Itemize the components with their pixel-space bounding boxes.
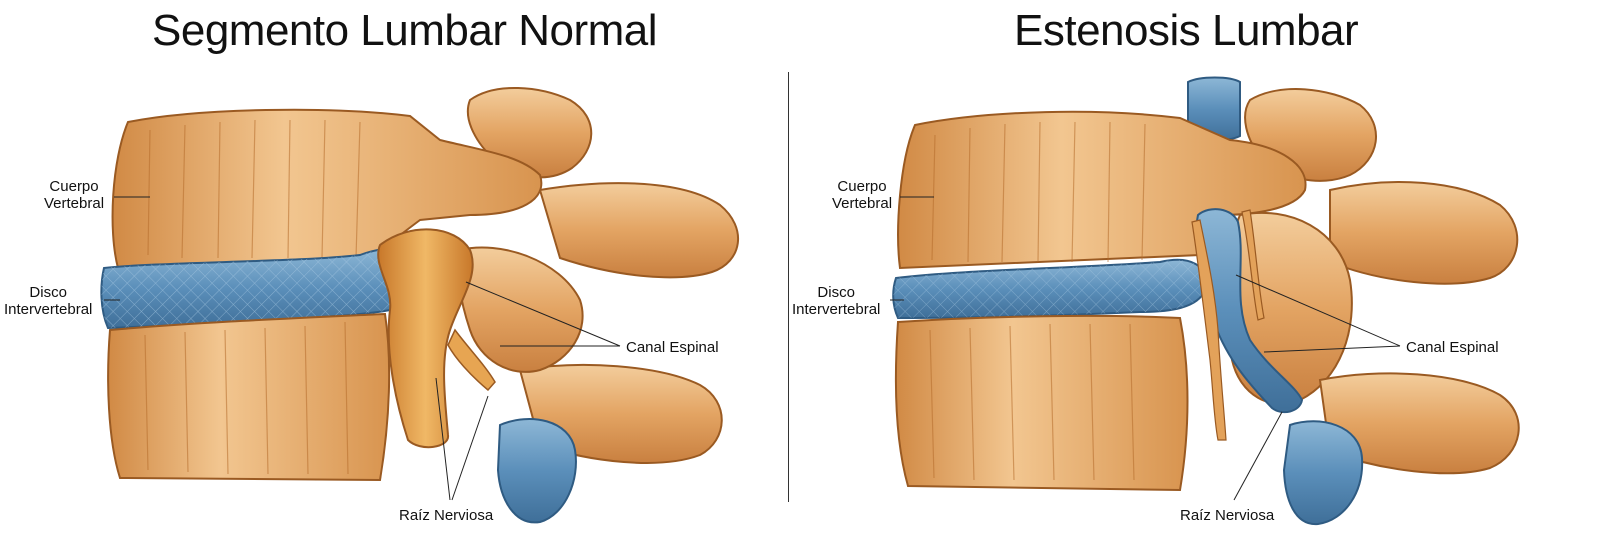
left-label-vertebral-body-line1: Cuerpo bbox=[49, 178, 99, 195]
left-label-vertebral-body-line2: Vertebral bbox=[44, 195, 105, 212]
left-label-disc-line1: Disco bbox=[29, 284, 67, 301]
right-lower-vertebral-body bbox=[894, 314, 1189, 492]
right-label-vertebral-body-line1: Cuerpo bbox=[837, 178, 887, 195]
right-label-disc: Disco Intervertebral bbox=[792, 284, 880, 318]
right-segment bbox=[890, 76, 1520, 526]
left-pointer-lines bbox=[104, 196, 621, 501]
right-label-nerve-root: Raíz Nerviosa bbox=[1180, 507, 1275, 524]
left-segment bbox=[100, 86, 740, 524]
right-label-vertebral-body-line2: Vertebral bbox=[832, 195, 893, 212]
right-upper-texture bbox=[931, 121, 1146, 263]
right-label-disc-line2: Intervertebral bbox=[792, 301, 881, 318]
left-label-vertebral-body: Cuerpo Vertebral bbox=[44, 178, 104, 212]
left-upper-texture bbox=[147, 119, 361, 259]
left-label-spinal-canal: Canal Espinal bbox=[626, 339, 719, 356]
right-lower-texture bbox=[929, 323, 1135, 481]
right-upper-spinous-process bbox=[1329, 181, 1519, 285]
panel-divider bbox=[788, 72, 789, 502]
right-facet-cartilage bbox=[1282, 420, 1364, 526]
left-lower-vertebral-body bbox=[107, 312, 391, 482]
left-label-disc: Disco Intervertebral bbox=[4, 284, 92, 318]
right-label-spinal-canal: Canal Espinal bbox=[1406, 339, 1499, 356]
left-lower-texture bbox=[144, 321, 349, 475]
right-panel-title: Estenosis Lumbar bbox=[1014, 6, 1359, 55]
left-nerve-branch bbox=[447, 328, 496, 392]
left-upper-spinous-process bbox=[538, 182, 740, 279]
right-lower-spinous-process bbox=[1318, 372, 1520, 475]
right-nerve-root bbox=[1191, 219, 1227, 441]
left-lamina bbox=[457, 246, 584, 373]
left-facet-cartilage bbox=[496, 418, 577, 524]
right-pointer-lines bbox=[890, 196, 1401, 501]
left-label-disc-line2: Intervertebral bbox=[4, 301, 93, 318]
left-label-nerve-root: Raíz Nerviosa bbox=[399, 507, 494, 524]
right-label-vertebral-body: Cuerpo Vertebral bbox=[832, 178, 892, 212]
right-label-disc-line1: Disco bbox=[817, 284, 855, 301]
left-nerve-root bbox=[377, 228, 474, 449]
left-panel-title: Segmento Lumbar Normal bbox=[152, 6, 658, 55]
